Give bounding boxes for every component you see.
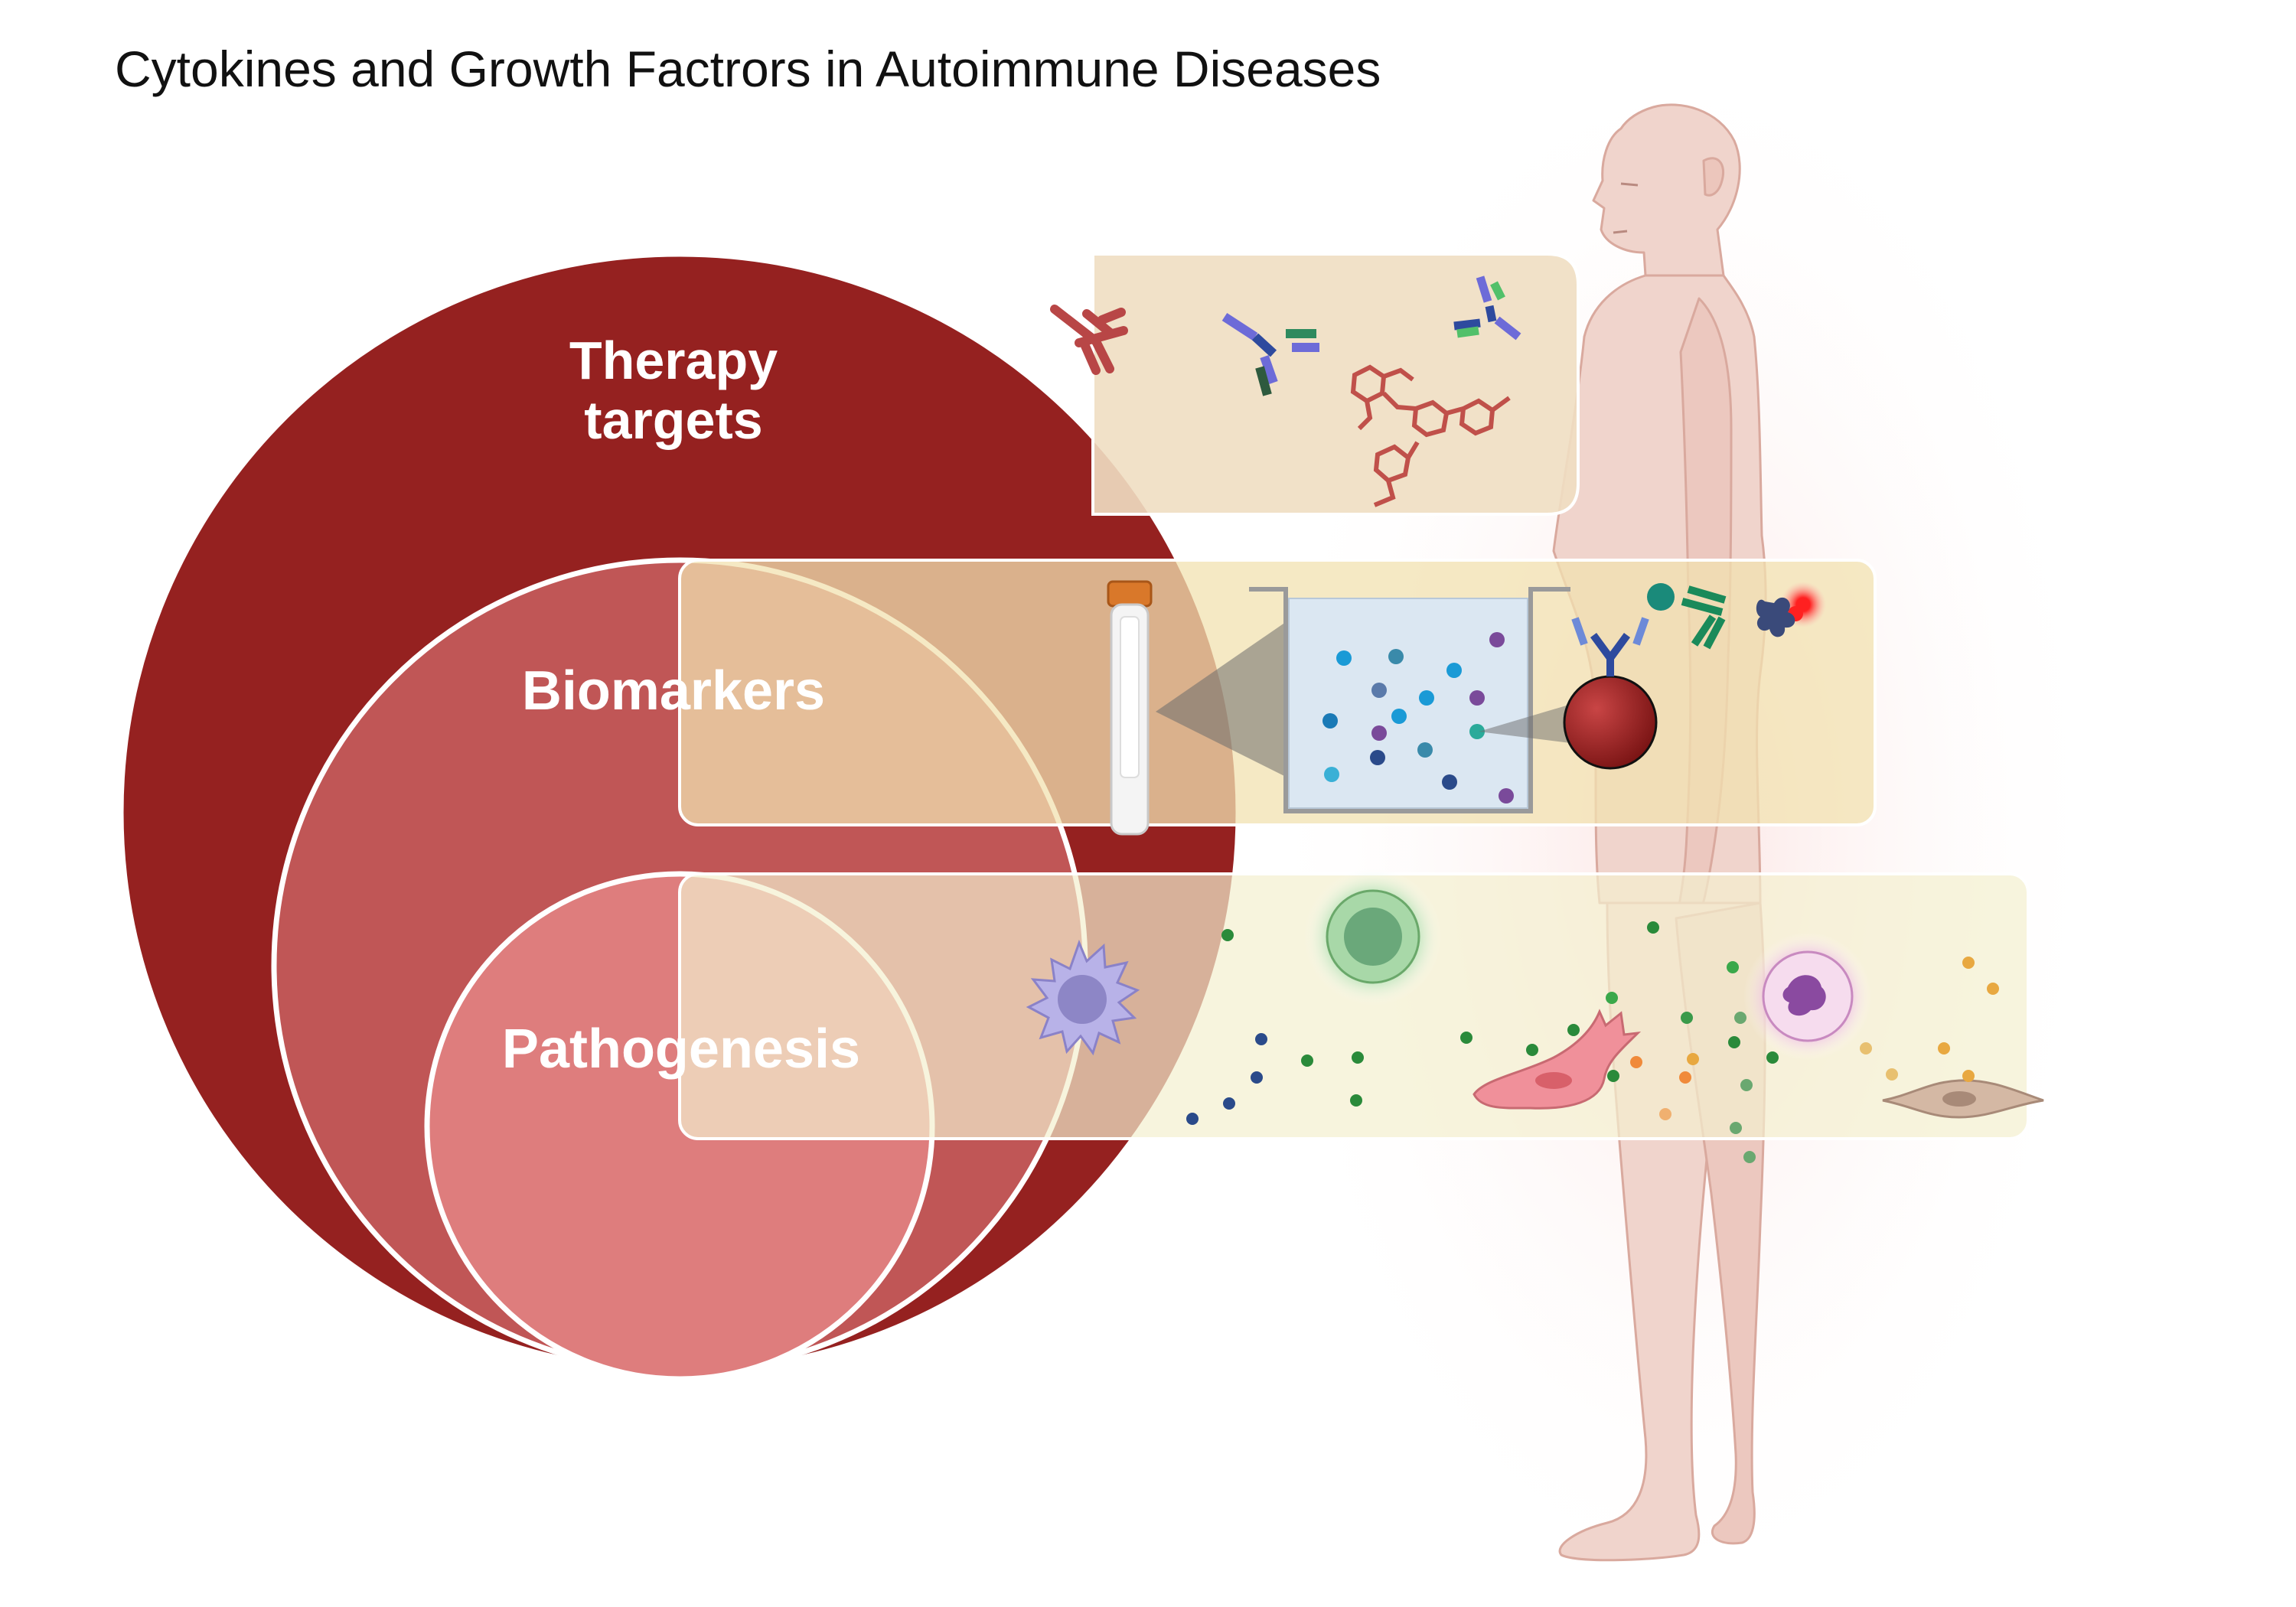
cytokine-dots [1186,921,1999,1163]
therapy-targets-label: Therapy targets [490,331,857,450]
sample-well-icon [1249,587,1570,813]
page-title: Cytokines and Growth Factrors in Autoimm… [115,41,1381,97]
small-molecule-icon [1350,364,1511,507]
stromal-cell-icon [1882,1079,2044,1119]
zoom-cone-2 [1479,702,1577,744]
lymphocyte-icon [1304,868,1442,1006]
dendritic-cell-icon [1026,939,1140,1056]
bead-immunoassay-icon [1563,582,1826,770]
bispecific-antibody-icon-2 [1453,275,1521,341]
neutrophil-icon [1743,932,1872,1061]
therapy-panel [680,253,1580,516]
therapy-targets-line1: Therapy [569,331,778,390]
fluorophore-icon [1756,582,1826,637]
therapy-targets-line2: targets [584,390,763,450]
zoom-cone [1156,617,1293,781]
fibroblast-icon [1473,1009,1642,1110]
antibody-icon [1050,305,1128,375]
analyte-dots [1322,632,1514,804]
biomarkers-label: Biomarkers [521,660,826,722]
bispecific-antibody-icon [1221,312,1319,396]
blood-tube-icon [1107,580,1153,836]
pathogenesis-label: Pathogenesis [501,1019,861,1080]
